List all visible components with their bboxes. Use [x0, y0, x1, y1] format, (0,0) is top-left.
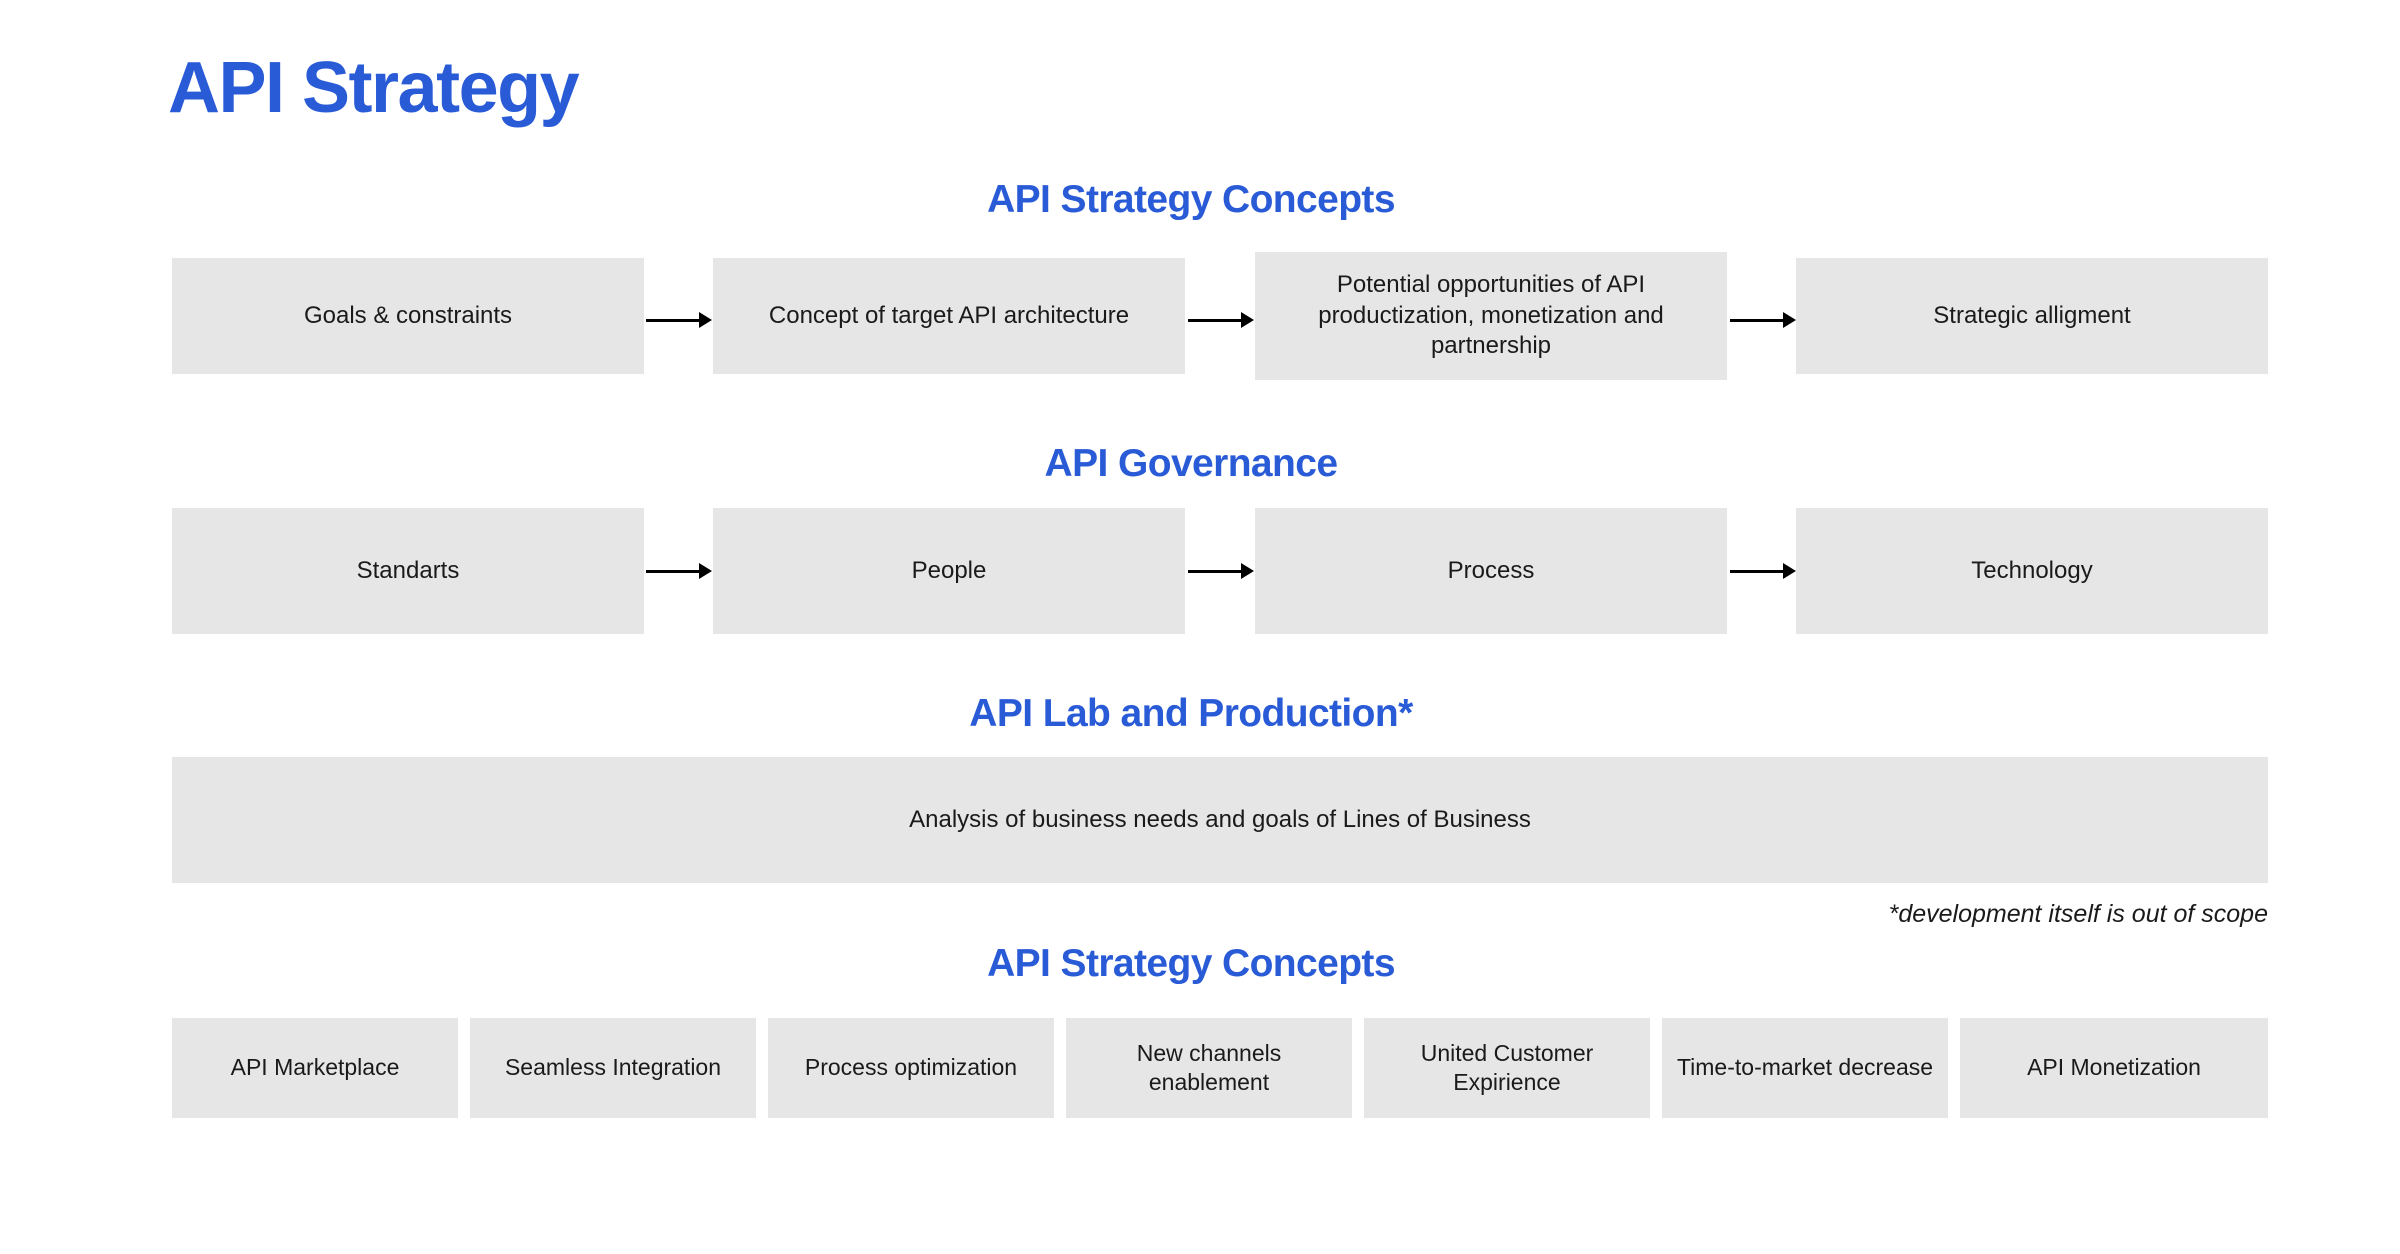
arrow-right-icon — [646, 310, 712, 330]
arrow-shaft — [646, 318, 700, 322]
flow-box-process[interactable]: Process — [1255, 508, 1727, 634]
flow-box-technology[interactable]: Technology — [1796, 508, 2268, 634]
outcome-box-process-optimization[interactable]: Process optimization — [768, 1018, 1054, 1118]
arrow-head — [1783, 312, 1796, 328]
outcome-box-seamless-integration[interactable]: Seamless Integration — [470, 1018, 756, 1118]
arrow-head — [699, 563, 712, 579]
section-heading-outcomes: API Strategy Concepts — [987, 942, 1395, 985]
footnote-development-out-of-scope: *development itself is out of scope — [1888, 900, 2268, 928]
flow-box-analysis-of-business-needs[interactable]: Analysis of business needs and goals of … — [172, 757, 2268, 883]
outcome-box-time-to-market-decrease[interactable]: Time-to-market decrease — [1662, 1018, 1948, 1118]
section-heading-strategy-concepts: API Strategy Concepts — [987, 178, 1395, 221]
flow-box-potential-opportunities[interactable]: Potential opportunities of API productiz… — [1255, 252, 1727, 380]
arrow-right-icon — [1188, 561, 1254, 581]
page-title: API Strategy — [168, 48, 580, 128]
arrow-head — [1241, 563, 1254, 579]
flow-box-goals-constraints[interactable]: Goals & constraints — [172, 258, 644, 374]
flow-box-strategic-alligment[interactable]: Strategic alligment — [1796, 258, 2268, 374]
arrow-head — [699, 312, 712, 328]
outcome-box-united-customer-expirience[interactable]: United Customer Expirience — [1364, 1018, 1650, 1118]
arrow-shaft — [1188, 318, 1242, 322]
arrow-right-icon — [1188, 310, 1254, 330]
outcome-box-new-channels-enablement[interactable]: New channels enablement — [1066, 1018, 1352, 1118]
flow-box-people[interactable]: People — [713, 508, 1185, 634]
arrow-right-icon — [1730, 310, 1796, 330]
section-heading-lab-and-production: API Lab and Production* — [969, 692, 1413, 735]
arrow-shaft — [1188, 569, 1242, 573]
arrow-head — [1783, 563, 1796, 579]
arrow-shaft — [1730, 569, 1784, 573]
arrow-right-icon — [1730, 561, 1796, 581]
flow-box-target-api-architecture[interactable]: Concept of target API architecture — [713, 258, 1185, 374]
outcome-box-api-monetization[interactable]: API Monetization — [1960, 1018, 2268, 1118]
flow-box-standarts[interactable]: Standarts — [172, 508, 644, 634]
section-heading-governance: API Governance — [1044, 442, 1338, 485]
arrow-right-icon — [646, 561, 712, 581]
outcome-box-api-marketplace[interactable]: API Marketplace — [172, 1018, 458, 1118]
arrow-shaft — [1730, 318, 1784, 322]
arrow-shaft — [646, 569, 700, 573]
arrow-head — [1241, 312, 1254, 328]
